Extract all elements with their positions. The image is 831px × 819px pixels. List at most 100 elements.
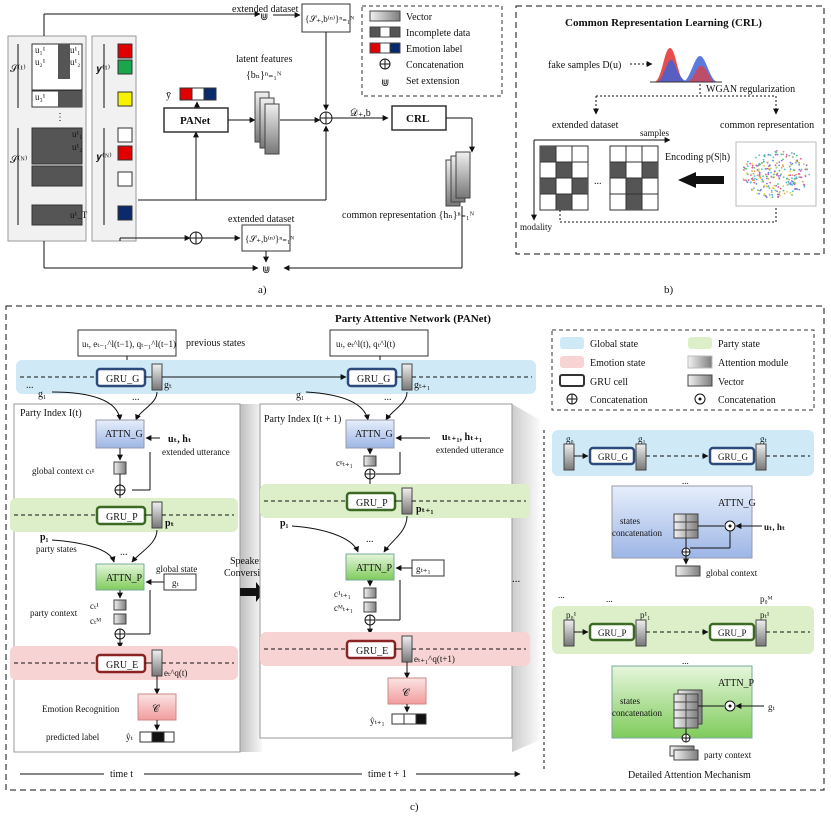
svg-text:GRU_P: GRU_P	[106, 512, 138, 523]
s1-matrix	[31, 43, 83, 91]
scatter-point	[763, 164, 765, 167]
scatter-point	[757, 170, 760, 173]
scatter-point	[751, 166, 754, 169]
scatter-point	[766, 167, 768, 170]
svg-text:GRU_P: GRU_P	[598, 628, 627, 638]
svg-text:ATTN_P: ATTN_P	[106, 573, 143, 584]
scatter-point	[753, 177, 756, 180]
scatter-point	[791, 162, 794, 165]
legend-set-ext: Set extension	[406, 76, 460, 87]
scatter-point	[777, 183, 779, 185]
scatter-point	[746, 181, 749, 184]
scatter-point	[756, 169, 759, 171]
previous-states: previous states	[186, 338, 245, 349]
svg-text:p₁: p₁	[280, 518, 289, 529]
scatter-point	[780, 153, 783, 156]
svg-text:𝒞: 𝒞	[152, 704, 161, 715]
svg-text:cᵍₜ₊₁: cᵍₜ₊₁	[336, 458, 353, 468]
global-state-t: global state	[156, 564, 197, 574]
svg-text:uₜ₊₁, hₜ₊₁: uₜ₊₁, hₜ₊₁	[442, 432, 482, 443]
scatter-point	[804, 175, 807, 178]
u11-label: u₁¹	[35, 45, 46, 55]
scatter-point	[783, 168, 786, 171]
panel-a: u₁¹ u₂¹ u₃¹ u¹₁ u¹₂ u¹₁ u¹₂ u¹_T ⋮ 𝒮⁽¹⁾ …	[7, 3, 503, 296]
svg-text:p₀¹: p₀¹	[566, 610, 577, 620]
scatter-point	[789, 161, 792, 164]
scatter-point	[751, 163, 754, 165]
scatter-point	[775, 150, 778, 152]
scatter-point	[799, 176, 802, 179]
encoding-label: Encoding p(S|h)	[665, 152, 730, 163]
scatter-point	[758, 168, 760, 171]
svg-text:...: ...	[558, 590, 565, 600]
scatter-point	[776, 166, 778, 169]
scatter-point	[789, 170, 791, 173]
svg-text:𝒞: 𝒞	[402, 688, 411, 699]
b-modality: modality	[520, 222, 552, 232]
scatter-point	[798, 168, 801, 171]
scatter-point	[749, 162, 752, 165]
legend-incomplete: Incomplete data	[406, 28, 471, 39]
scatter-point	[795, 161, 797, 164]
scatter-point	[778, 169, 781, 172]
scatter-point	[803, 163, 805, 166]
legend-c	[551, 329, 815, 411]
scatter-point	[802, 180, 804, 183]
sN-symbol: 𝒮⁽ᴺ⁾	[10, 155, 27, 166]
scatter-point	[765, 175, 768, 178]
scatter-point	[772, 156, 775, 159]
scatter-point	[750, 173, 753, 176]
panel-b-frame	[515, 5, 825, 255]
scatter-point	[770, 189, 773, 192]
scatter-point	[778, 191, 781, 193]
scatter-point	[794, 182, 797, 185]
scatter-point	[794, 188, 796, 190]
detail-caption: Detailed Attention Mechanism	[628, 770, 751, 781]
svg-text:ATTN_P: ATTN_P	[718, 678, 755, 689]
party-index-t: Party Index I(t)	[20, 408, 82, 419]
svg-text:c¹ₜ₊₁: c¹ₜ₊₁	[334, 589, 351, 599]
svg-text:uₜ, eₜ^l(t), qₜ^l(t): uₜ, eₜ^l(t), qₜ^l(t)	[336, 339, 395, 349]
scatter-point	[755, 183, 758, 185]
svg-text:gₜ₊₁: gₜ₊₁	[414, 380, 430, 391]
s-set-bottom	[241, 224, 291, 252]
scatter-point	[742, 178, 745, 180]
scatter-point	[751, 177, 754, 180]
latent-set: {bₙ}ⁿ₌₁ᴺ	[246, 70, 282, 81]
svg-text:...: ...	[594, 176, 602, 187]
scatter-point	[795, 154, 798, 157]
scatter-point	[767, 153, 770, 156]
scatter-point	[791, 177, 793, 180]
scatter-point	[767, 185, 770, 188]
scatter-point	[767, 171, 770, 174]
legend-concat-2: Concatenation	[718, 395, 776, 406]
scatter-point	[751, 170, 753, 172]
scatter-point	[782, 153, 784, 156]
scatter-point	[788, 178, 791, 181]
scatter-point	[745, 180, 748, 182]
scatter-point	[758, 174, 761, 177]
svg-text:uₜ, hₜ: uₜ, hₜ	[764, 522, 785, 532]
legend-party: Party state	[718, 339, 760, 350]
scatter-point	[778, 177, 781, 179]
scatter-point	[782, 164, 784, 167]
scatter-point	[763, 184, 765, 187]
scatter-point	[759, 189, 761, 192]
scatter-point	[747, 160, 749, 163]
scatter-point	[770, 171, 772, 174]
svg-text:...: ...	[682, 476, 689, 486]
scatter-point	[743, 169, 745, 171]
scatter-point	[794, 177, 796, 180]
svg-text:gₜ: gₜ	[164, 380, 172, 391]
scatter-point	[777, 196, 779, 199]
legend-emotion-c: Emotion state	[590, 358, 646, 369]
attn-g-t1	[345, 419, 395, 449]
svg-text:...: ...	[132, 392, 140, 403]
scatter-point	[777, 175, 780, 177]
scatter-point	[786, 177, 788, 180]
scatter-point	[770, 191, 773, 194]
scatter-point	[769, 181, 772, 184]
svg-text:GRU_P: GRU_P	[718, 628, 747, 638]
scatter-point	[760, 180, 763, 183]
svg-text:{𝒮₊,b⁽ⁿ⁾}ⁿ₌₁ᴺ: {𝒮₊,b⁽ⁿ⁾}ⁿ₌₁ᴺ	[245, 234, 294, 244]
